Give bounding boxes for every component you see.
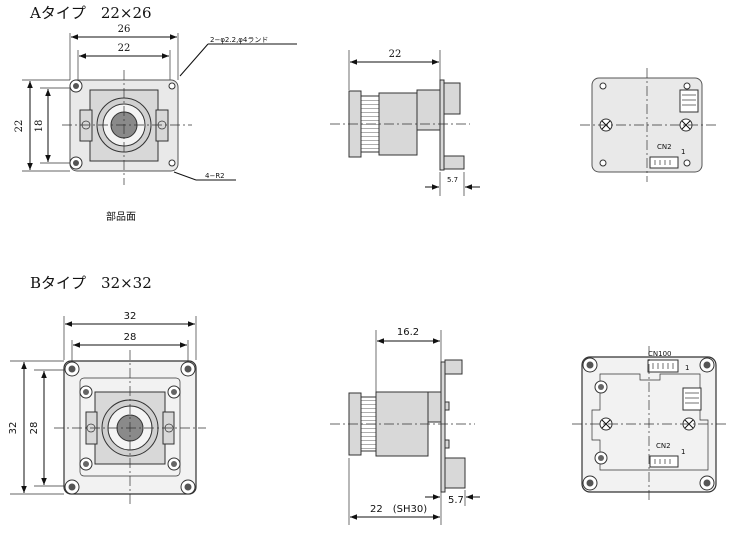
type-a-corner-note: 4−R2: [205, 172, 225, 180]
type-a-side-dim-length: 22: [389, 49, 402, 60]
type-b-cn2-connector: [649, 455, 679, 468]
type-b-side-dim-bottom: 22 (SH30): [370, 504, 427, 515]
type-b-side-dim-protrusion: 5.7: [448, 495, 464, 506]
type-b-dim-height-outer: 32: [8, 422, 19, 435]
type-a-front-view: 26 22 22 18 2−φ2.2,φ4ランド 4−: [14, 24, 297, 223]
type-b-back-view: CN100 1 CN2 1: [572, 346, 726, 502]
type-a-cn2-connector: [649, 156, 679, 169]
type-a-title: Aタイプ 22×26: [29, 4, 152, 22]
type-b-side-view: 16.2 5.7 22 (SH30): [330, 327, 480, 525]
type-a-dim-width-outer: 26: [118, 24, 131, 35]
type-b-side-dim-top: 16.2: [397, 327, 419, 338]
type-b-title: Bタイプ 32×32: [30, 274, 152, 292]
type-b-dim-width-inner: 28: [124, 332, 137, 343]
type-b-back-connector-side: [682, 387, 702, 411]
type-a-side-dim-protrusion: 5.7: [447, 176, 458, 184]
type-a-back-connector-side: [679, 89, 699, 113]
type-a-pin1-label: 1: [681, 148, 685, 156]
type-b-side-board: [440, 361, 446, 493]
type-a-dim-width-inner: 22: [118, 43, 131, 54]
type-a-back-view: CN2 1: [580, 68, 716, 182]
type-b-pin1-label-1: 1: [685, 364, 689, 372]
type-a-dim-height-inner: 18: [34, 120, 45, 133]
type-a-side-board: [439, 79, 445, 171]
type-b-front-view: 32 28 32 28: [8, 311, 206, 504]
type-b-cn100-label: CN100: [648, 350, 672, 358]
type-a-cn2-label: CN2: [657, 143, 672, 151]
type-a-side-view: 22 5.7: [330, 49, 480, 196]
type-b-dim-width-outer: 32: [124, 311, 137, 322]
type-b-cn2-label: CN2: [656, 442, 671, 450]
type-b-pin1-label-2: 1: [681, 448, 685, 456]
type-a-hole-note: 2−φ2.2,φ4ランド: [210, 36, 268, 44]
type-a-dim-height-outer: 22: [14, 120, 25, 133]
type-a-component-side-label: 部品面: [106, 210, 136, 223]
type-b-dim-height-inner: 28: [29, 422, 40, 435]
